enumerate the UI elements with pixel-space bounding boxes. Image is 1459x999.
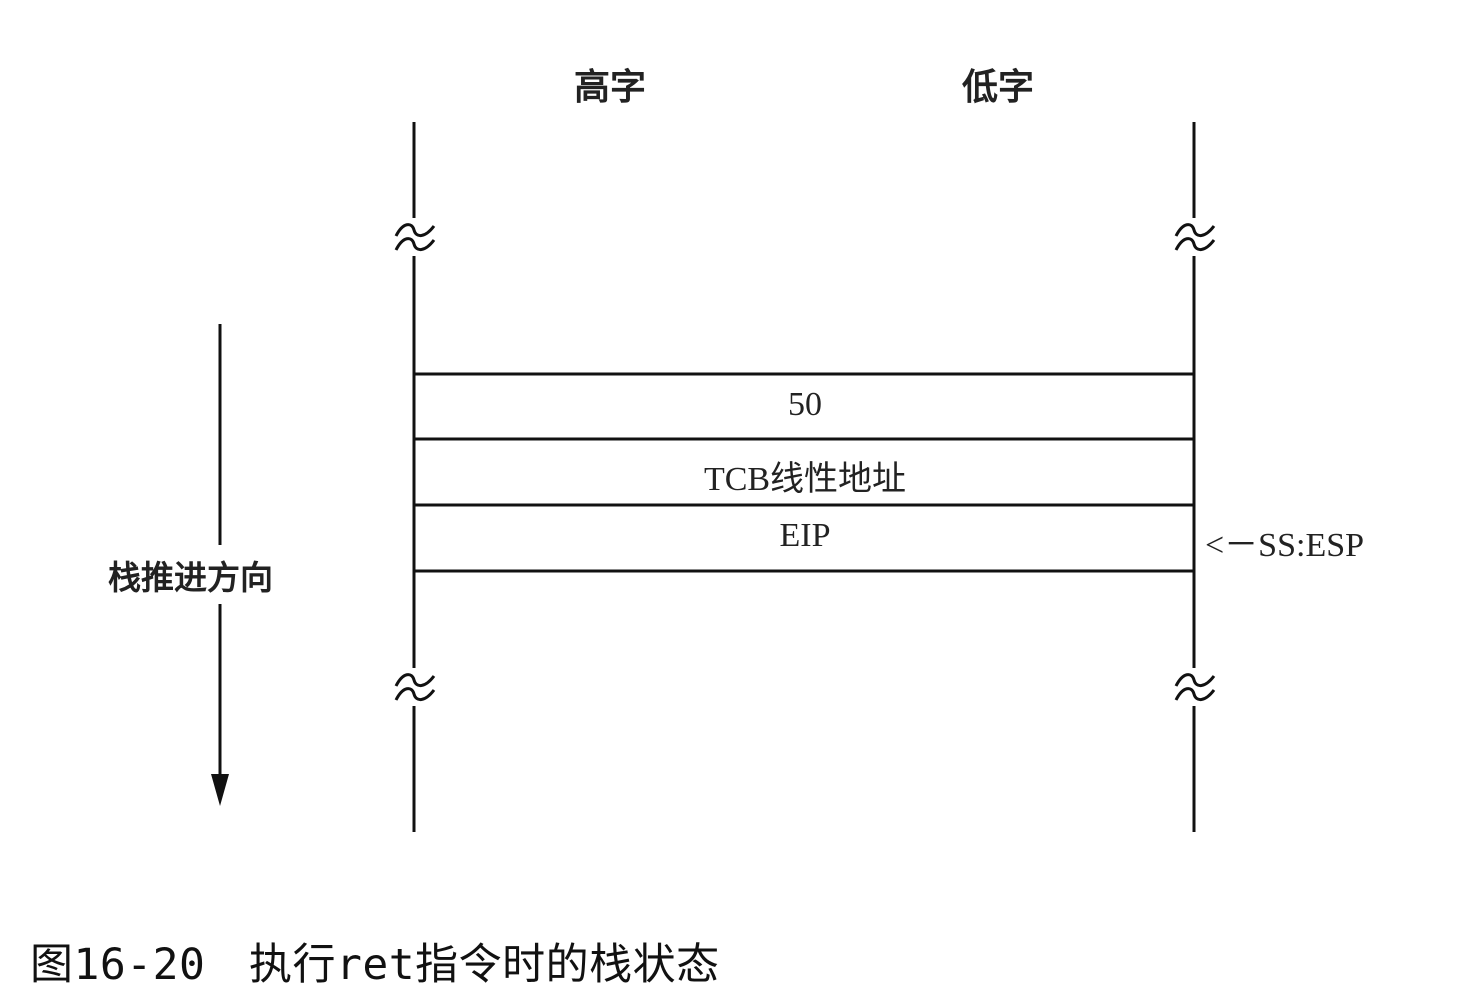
stack-cell-tcb-address: TCB线性地址	[703, 461, 907, 498]
stack-cell-value: 50	[788, 386, 822, 423]
arrow-down-icon	[211, 774, 229, 806]
break-mark-icon	[394, 223, 436, 251]
low-word-header: 低字	[961, 66, 1034, 108]
stack-pointer-label: <－SS:ESP	[1205, 527, 1365, 564]
stack-cell-eip: EIP	[779, 517, 831, 554]
break-mark-icon	[1174, 673, 1216, 701]
break-mark-icon	[394, 673, 436, 701]
break-mark-icon	[1174, 223, 1216, 251]
high-word-header: 高字	[573, 66, 646, 108]
figure-caption: 图16-20 执行ret指令时的栈状态	[30, 940, 720, 990]
stack-direction-label: 栈推进方向	[108, 558, 273, 597]
